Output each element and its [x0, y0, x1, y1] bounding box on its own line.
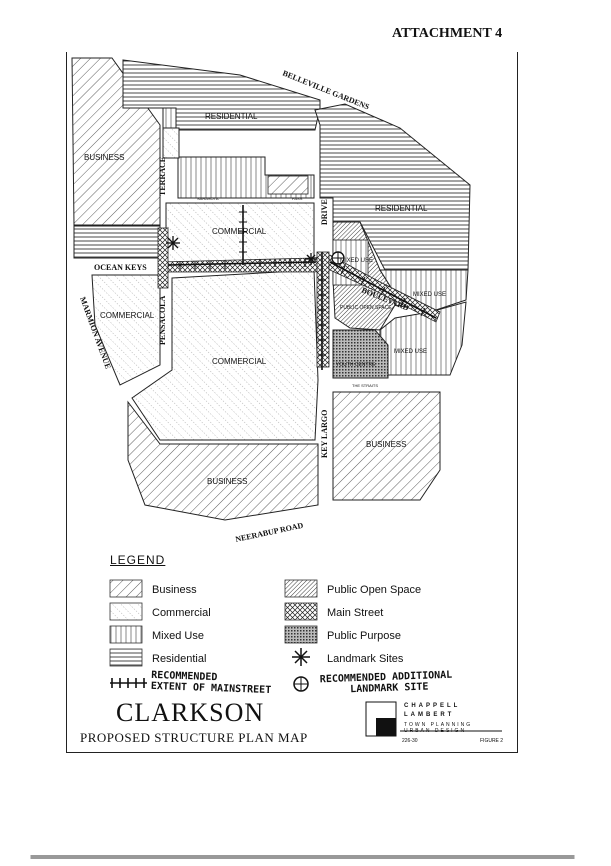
landmark-site-pensacola	[166, 236, 180, 250]
page-bottom-edge	[0, 855, 611, 859]
recommended-mainstreet-ticks	[179, 211, 426, 356]
label-public-open-space: PUBLIC OPEN SPACE	[340, 305, 392, 311]
logo-line1: CHAPPELL	[404, 703, 461, 709]
label-mixed-use-3: MIXED USE	[394, 349, 427, 355]
zone-mixed-southeast	[379, 301, 467, 376]
legend-title: LEGEND	[110, 553, 166, 567]
label-the-straits: THE STRAITS	[352, 383, 378, 388]
legend-handwritten-landmark: RECOMMENDED ADDITIONAL LANDMARK SITE	[320, 670, 453, 697]
legend-handwritten-mainstreet: RECOMMENDED EXTENT OF MAINSTREET	[151, 670, 272, 696]
legend-swatch-commercial	[109, 602, 143, 621]
label-business-nw: BUSINESS	[84, 153, 124, 162]
label-business-se: BUSINESS	[366, 440, 406, 449]
legend-swatch-business	[109, 579, 143, 598]
recommended-landmark-site	[331, 251, 345, 265]
legend-label-public-open-space: Public Open Space	[327, 584, 422, 596]
figure-number: FIGURE 2	[480, 738, 504, 744]
zone-pos-north	[267, 175, 309, 195]
label-mixed-use-1: MIXED USE	[340, 258, 373, 264]
map-title: CLARKSON	[116, 698, 265, 727]
label-pensacola: PENSACOLA	[158, 295, 167, 345]
landmark-site-key-largo	[305, 253, 317, 265]
legend-swatch-mixed	[109, 625, 143, 644]
label-business-south: BUSINESS	[207, 477, 247, 486]
logo-line4: URBAN DESIGN	[404, 728, 467, 734]
map-subtitle: PROPOSED STRUCTURE PLAN MAP	[80, 730, 308, 745]
logo-line3: TOWN PLANNING	[404, 722, 473, 728]
zone-commercial-main	[131, 269, 319, 441]
legend-label-residential: Residential	[152, 653, 207, 665]
legend-mainstreet-line-icon	[110, 678, 147, 688]
label-pass: PASS	[292, 196, 303, 201]
legend-swatch-purpose	[284, 625, 318, 644]
label-mixed-use-2: MIXED USE	[413, 292, 446, 298]
label-commercial-main: COMMERCIAL	[212, 357, 267, 366]
legend-swatch-residential	[109, 648, 143, 667]
legend-landmark-star-icon	[292, 648, 310, 666]
label-ocean-keys: OCEAN KEYS	[94, 263, 147, 272]
main-street-pensacola	[157, 227, 169, 289]
label-youth-centre: YOUTH CENTRE	[336, 362, 376, 368]
logo-mark-inner	[376, 718, 396, 736]
attachment-label: ATTACHMENT 4	[392, 26, 503, 41]
legend-label-mixed-use: Mixed Use	[152, 630, 204, 642]
zone-residential-west	[73, 225, 161, 259]
label-sarasota: SARASOTA	[197, 196, 219, 201]
zone-business-southeast	[332, 391, 441, 501]
label-drive: DRIVE	[320, 199, 329, 225]
label-terrace: TERRACE	[158, 157, 167, 196]
legend-label-landmark-sites: Landmark Sites	[327, 653, 404, 665]
legend-swatch-mainst	[284, 602, 318, 621]
legend-label-public-purpose: Public Purpose	[327, 630, 401, 642]
legend-label-main-street: Main Street	[327, 607, 384, 619]
zone-commercial-terrace	[162, 127, 180, 159]
label-residential-top: RESIDENTIAL	[205, 112, 258, 121]
label-residential-right: RESIDENTIAL	[375, 204, 428, 213]
drawing-ref: 226-30	[402, 738, 418, 744]
page-frame	[66, 52, 518, 753]
label-neerabup-road: NEERABUP ROAD	[235, 521, 305, 544]
label-key-largo: KEY LARGO	[320, 410, 329, 458]
zone-mixed-top	[162, 107, 177, 129]
legend-label-commercial: Commercial	[152, 607, 211, 619]
label-commercial-north: COMMERCIAL	[212, 227, 267, 236]
zone-youth-centre	[332, 329, 389, 379]
label-commercial-west: COMMERCIAL	[100, 311, 155, 320]
zone-residential-right	[314, 103, 471, 271]
legend-swatch-pos	[284, 579, 318, 598]
zone-commercial-west	[91, 274, 161, 386]
zone-residential-top	[122, 59, 321, 131]
logo-line2: LAMBERT	[404, 712, 455, 718]
legend-recommended-landmark-icon	[293, 676, 309, 692]
legend-label-business: Business	[152, 584, 197, 596]
zone-business-south	[127, 400, 319, 521]
